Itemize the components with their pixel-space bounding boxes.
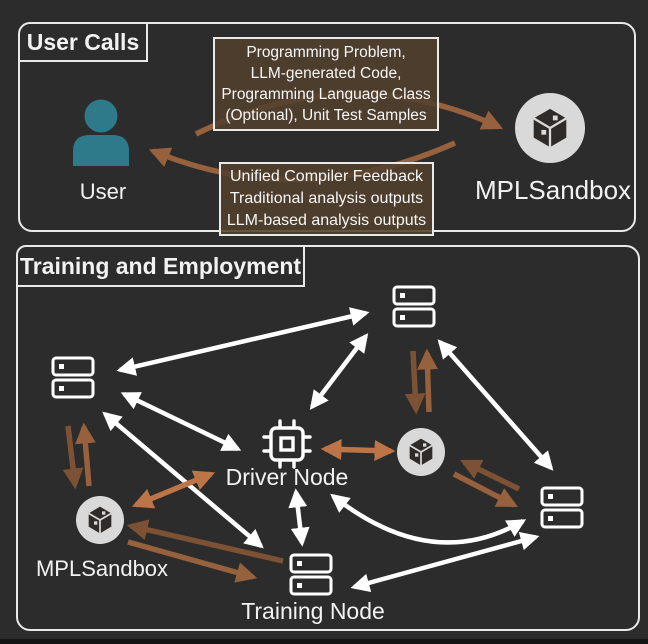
bottom-edge-strip xyxy=(0,639,648,644)
training-title-text: Training and Employment xyxy=(19,252,302,279)
arrow-trainingnode-to-leftsandbox xyxy=(126,519,284,564)
user-icon xyxy=(73,99,129,166)
training-panel xyxy=(16,245,640,631)
mplsandbox-icon-middle xyxy=(397,428,445,476)
arrow-leftserver-down-to-sandbox xyxy=(62,425,84,490)
server-icon-top xyxy=(392,285,436,328)
arrow-leftserver-topserver xyxy=(116,307,370,376)
arrow-sandbox-up-to-leftserver xyxy=(74,422,96,487)
user-calls-title-text: User Calls xyxy=(26,28,140,55)
driver-node-label: Driver Node xyxy=(225,464,349,490)
request-line: Programming Problem, xyxy=(246,44,406,61)
arrow-driver-midsandbox xyxy=(320,439,396,461)
mplsandbox-icon-top xyxy=(515,93,585,163)
response-line: Traditional analysis outputs xyxy=(229,190,424,207)
response-box: Unified Compiler Feedback Traditional an… xyxy=(219,162,434,236)
arrow-midsandbox-to-rightserver xyxy=(452,471,518,508)
response-line: Unified Compiler Feedback xyxy=(230,168,423,185)
server-icon-left xyxy=(51,356,95,399)
arrow-rightserver-to-midsandbox xyxy=(460,459,521,492)
arrow-trainingnode-rightserver xyxy=(350,531,540,593)
arrow-leftsandbox-driver xyxy=(131,470,216,509)
mplsandbox-label-top: MPLSandbox xyxy=(474,175,632,205)
sandbox-cube-icon xyxy=(88,506,112,534)
arrow-topserver-rightserver xyxy=(437,339,554,471)
sandbox-cube-icon xyxy=(533,108,567,148)
user-calls-title: User Calls xyxy=(18,22,148,62)
user-label: User xyxy=(79,179,127,204)
arrow-midsandbox-up-to-topserver xyxy=(417,348,439,413)
arrow-driver-trainingnode xyxy=(288,488,310,547)
training-node-label: Training Node xyxy=(241,598,385,624)
mplsandbox-label-bottom: MPLSandbox xyxy=(35,556,169,581)
response-line: LLM-based analysis outputs xyxy=(226,212,427,229)
request-line: Programming Language Class xyxy=(221,86,431,103)
request-line: LLM-generated Code, xyxy=(250,65,402,82)
request-line: (Optional), Unit Test Samples xyxy=(225,107,427,124)
sandbox-cube-icon xyxy=(409,438,433,466)
training-title: Training and Employment xyxy=(16,245,305,287)
request-box: Programming Problem, LLM-generated Code,… xyxy=(213,37,439,131)
arrow-topserver-down-to-midsandbox xyxy=(404,350,426,415)
arrow-driver-topserver xyxy=(309,333,369,410)
arrow-leftserver-driver xyxy=(120,391,242,452)
server-icon-right xyxy=(540,486,584,529)
driver-node-cpu-icon xyxy=(262,419,312,469)
arrow-leftsandbox-to-trainingnode xyxy=(127,539,258,583)
arrow-driver-rightserver-curved xyxy=(330,493,527,545)
server-icon-training xyxy=(289,553,333,596)
mplsandbox-icon-left xyxy=(76,496,124,544)
